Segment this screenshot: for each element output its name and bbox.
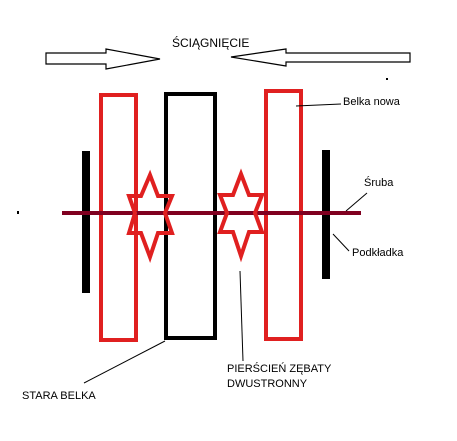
label-pierscien: PIERŚCIEŃ ZĘBATY DWUSTRONNY	[227, 362, 331, 392]
leader-pierscien	[239, 270, 244, 362]
left-arrow	[45, 48, 161, 70]
diagram-title: ŚCIĄGNIĘCIE	[172, 36, 250, 50]
label-podkladka: Podkładka	[352, 247, 404, 259]
leader-stara-belka	[83, 340, 166, 384]
beam-left-red	[99, 93, 138, 342]
right-arrow	[230, 48, 411, 67]
leader-belka-nowa	[295, 103, 342, 107]
label-belka-nowa: Belka nowa	[343, 96, 400, 108]
stray-dot	[386, 78, 388, 80]
old-beam	[164, 92, 217, 340]
label-pierscien-line1: PIERŚCIEŃ ZĘBATY	[227, 363, 332, 375]
gear-ring-left	[126, 169, 175, 263]
leader-sruba	[345, 192, 368, 212]
gear-ring-right	[217, 168, 265, 263]
leader-podkladka	[332, 233, 350, 252]
stray-dot	[17, 211, 19, 214]
label-stara-belka: STARA BELKA	[22, 390, 96, 402]
label-sruba: Śruba	[364, 177, 394, 189]
label-pierscien-line2: DWUSTRONNY	[227, 377, 308, 390]
